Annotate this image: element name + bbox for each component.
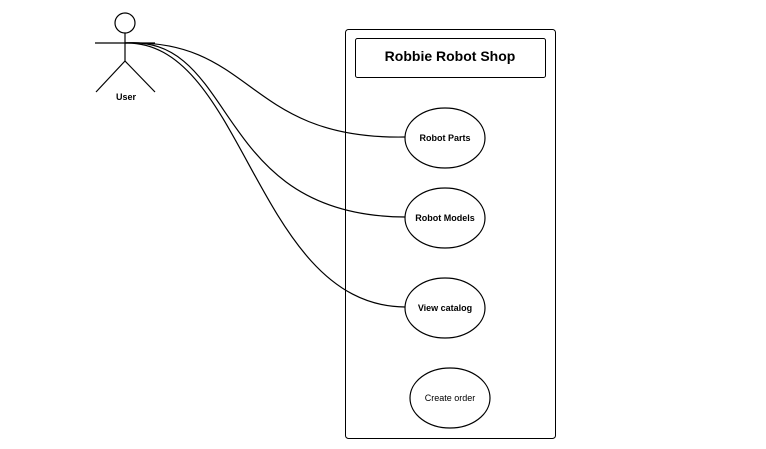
use-case-ellipse: [404, 107, 486, 169]
system-boundary[interactable]: Robbie Robot Shop: [345, 29, 556, 439]
system-title: Robbie Robot Shop: [385, 48, 516, 64]
association-robot-parts[interactable]: [124, 42, 406, 138]
use-case-ellipse: [409, 367, 491, 429]
use-case-ellipse: [404, 277, 486, 339]
actor-user[interactable]: User: [95, 12, 156, 102]
use-case-robot-models[interactable]: Robot Models: [404, 187, 486, 249]
use-case-robot-parts[interactable]: Robot Parts: [404, 107, 486, 169]
use-case-create-order[interactable]: Create order: [409, 367, 491, 429]
use-case-ellipse: [404, 187, 486, 249]
use-case-label: View catalog: [418, 303, 472, 313]
actor-label: User: [116, 92, 137, 102]
actor-right-leg: [124, 60, 156, 93]
system-title-box[interactable]: [355, 38, 546, 78]
use-case-view-catalog[interactable]: View catalog: [404, 277, 486, 339]
system-boundary-box: [345, 29, 556, 439]
association-robot-models[interactable]: [124, 42, 406, 218]
association-view-catalog[interactable]: [124, 42, 406, 308]
use-case-label: Robot Parts: [419, 133, 470, 143]
use-case-label: Robot Models: [415, 213, 475, 223]
actor-head: [114, 12, 136, 34]
actor-left-leg: [95, 60, 126, 93]
use-case-label: Create order: [425, 393, 476, 403]
associations: [124, 42, 406, 308]
